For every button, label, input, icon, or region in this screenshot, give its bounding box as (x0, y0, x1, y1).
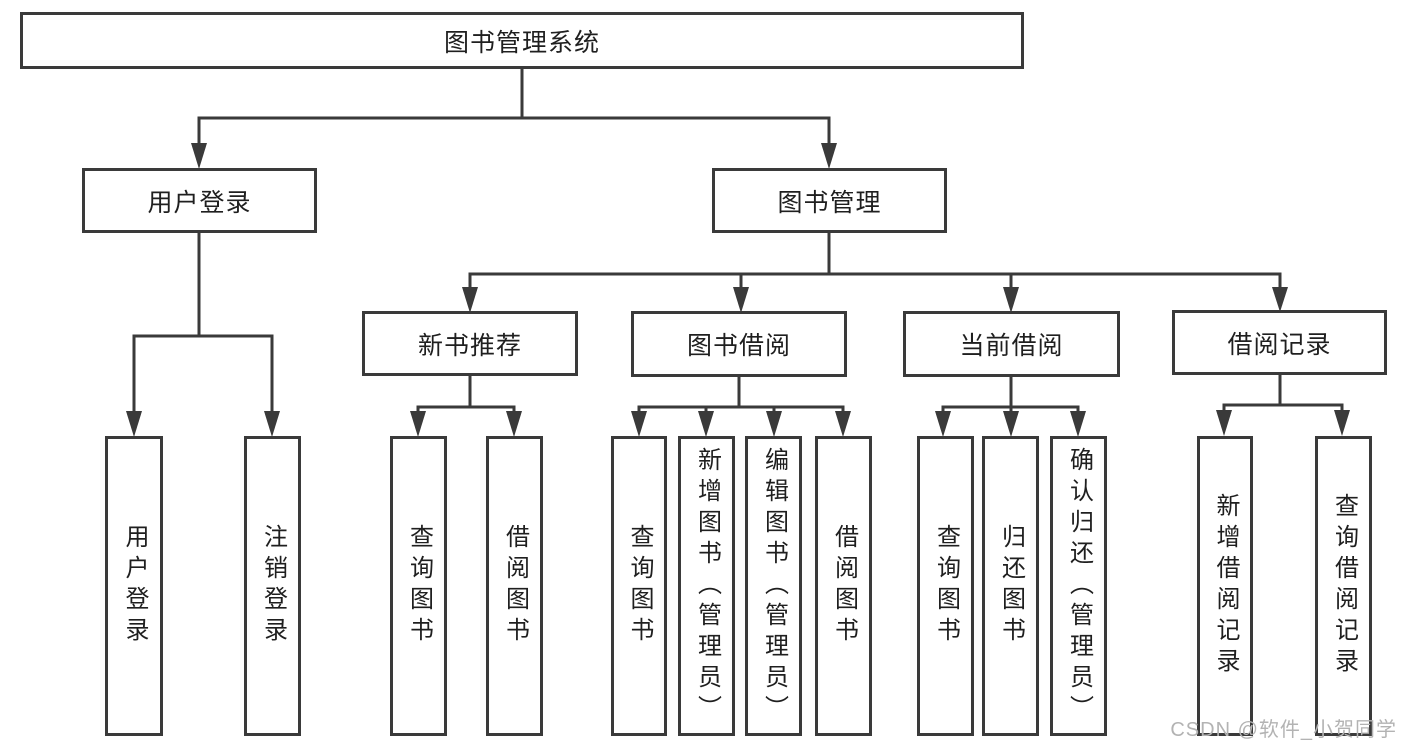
leaf-label: 借阅图书 (501, 524, 529, 648)
node-new-book-recommend: 新书推荐 (362, 311, 578, 376)
leaf-query-borrow-record: 查询借阅记录 (1315, 436, 1372, 736)
leaf-label: 确认归还（管理员） (1065, 446, 1093, 726)
node-label: 新书推荐 (417, 331, 522, 360)
leaf-label: 新增图书（管理员） (693, 446, 721, 726)
node-label: 用户登录 (147, 188, 252, 217)
arrowhead-icons (126, 143, 1350, 437)
connector-strokes (132, 66, 1344, 413)
leaf-query-books-recommend: 查询图书 (390, 436, 447, 736)
leaf-user-login: 用户登录 (105, 436, 163, 736)
node-book-borrow: 图书借阅 (631, 311, 847, 377)
leaf-label: 查询图书 (626, 524, 653, 648)
node-label: 当前借阅 (959, 332, 1064, 360)
leaf-label: 用户登录 (121, 524, 148, 648)
node-borrow-records: 借阅记录 (1172, 310, 1387, 375)
leaf-label: 查询图书 (932, 524, 960, 648)
leaf-borrow-books: 借阅图书 (815, 436, 872, 736)
leaf-query-books-current: 查询图书 (917, 436, 974, 736)
leaf-return-books: 归还图书 (982, 436, 1039, 736)
leaf-edit-books-admin: 编辑图书（管理员） (745, 436, 802, 736)
leaf-query-books-borrow: 查询图书 (611, 436, 667, 736)
node-label: 图书管理 (777, 188, 882, 217)
leaf-confirm-return-admin: 确认归还（管理员） (1050, 436, 1107, 736)
leaf-label: 新增借阅记录 (1212, 493, 1239, 679)
leaf-label: 查询借阅记录 (1330, 493, 1358, 679)
leaf-borrow-books-recommend: 借阅图书 (486, 436, 543, 736)
node-label: 图书管理系统 (443, 28, 600, 57)
leaf-add-books-admin: 新增图书（管理员） (678, 436, 735, 736)
node-label: 图书借阅 (686, 332, 791, 360)
node-user-login: 用户登录 (82, 168, 317, 233)
leaf-label: 借阅图书 (830, 524, 858, 648)
leaf-label: 归还图书 (997, 524, 1025, 648)
leaf-label: 注销登录 (259, 524, 287, 648)
node-book-management: 图书管理 (712, 168, 947, 233)
node-root-system: 图书管理系统 (20, 12, 1024, 69)
node-label: 借阅记录 (1227, 330, 1332, 359)
leaf-label: 编辑图书（管理员） (760, 446, 788, 726)
leaf-logout: 注销登录 (244, 436, 301, 736)
watermark: CSDN @软件_小贺同学 (1170, 719, 1397, 741)
leaf-label: 查询图书 (405, 524, 433, 648)
node-current-borrow: 当前借阅 (903, 311, 1120, 377)
leaf-add-borrow-record: 新增借阅记录 (1197, 436, 1253, 736)
